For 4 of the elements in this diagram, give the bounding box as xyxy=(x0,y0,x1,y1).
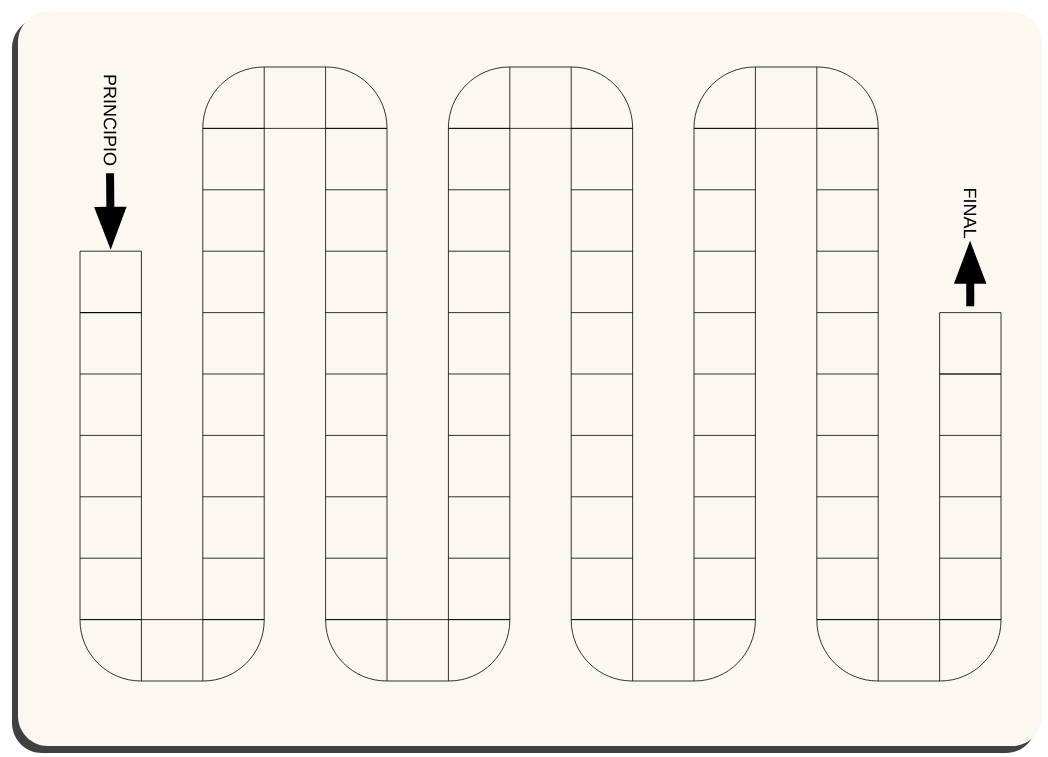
end-label: FINAL xyxy=(963,188,977,238)
start-label: PRINCIPIO xyxy=(103,75,117,166)
board-cell xyxy=(939,312,1002,375)
board-cell xyxy=(79,250,142,313)
